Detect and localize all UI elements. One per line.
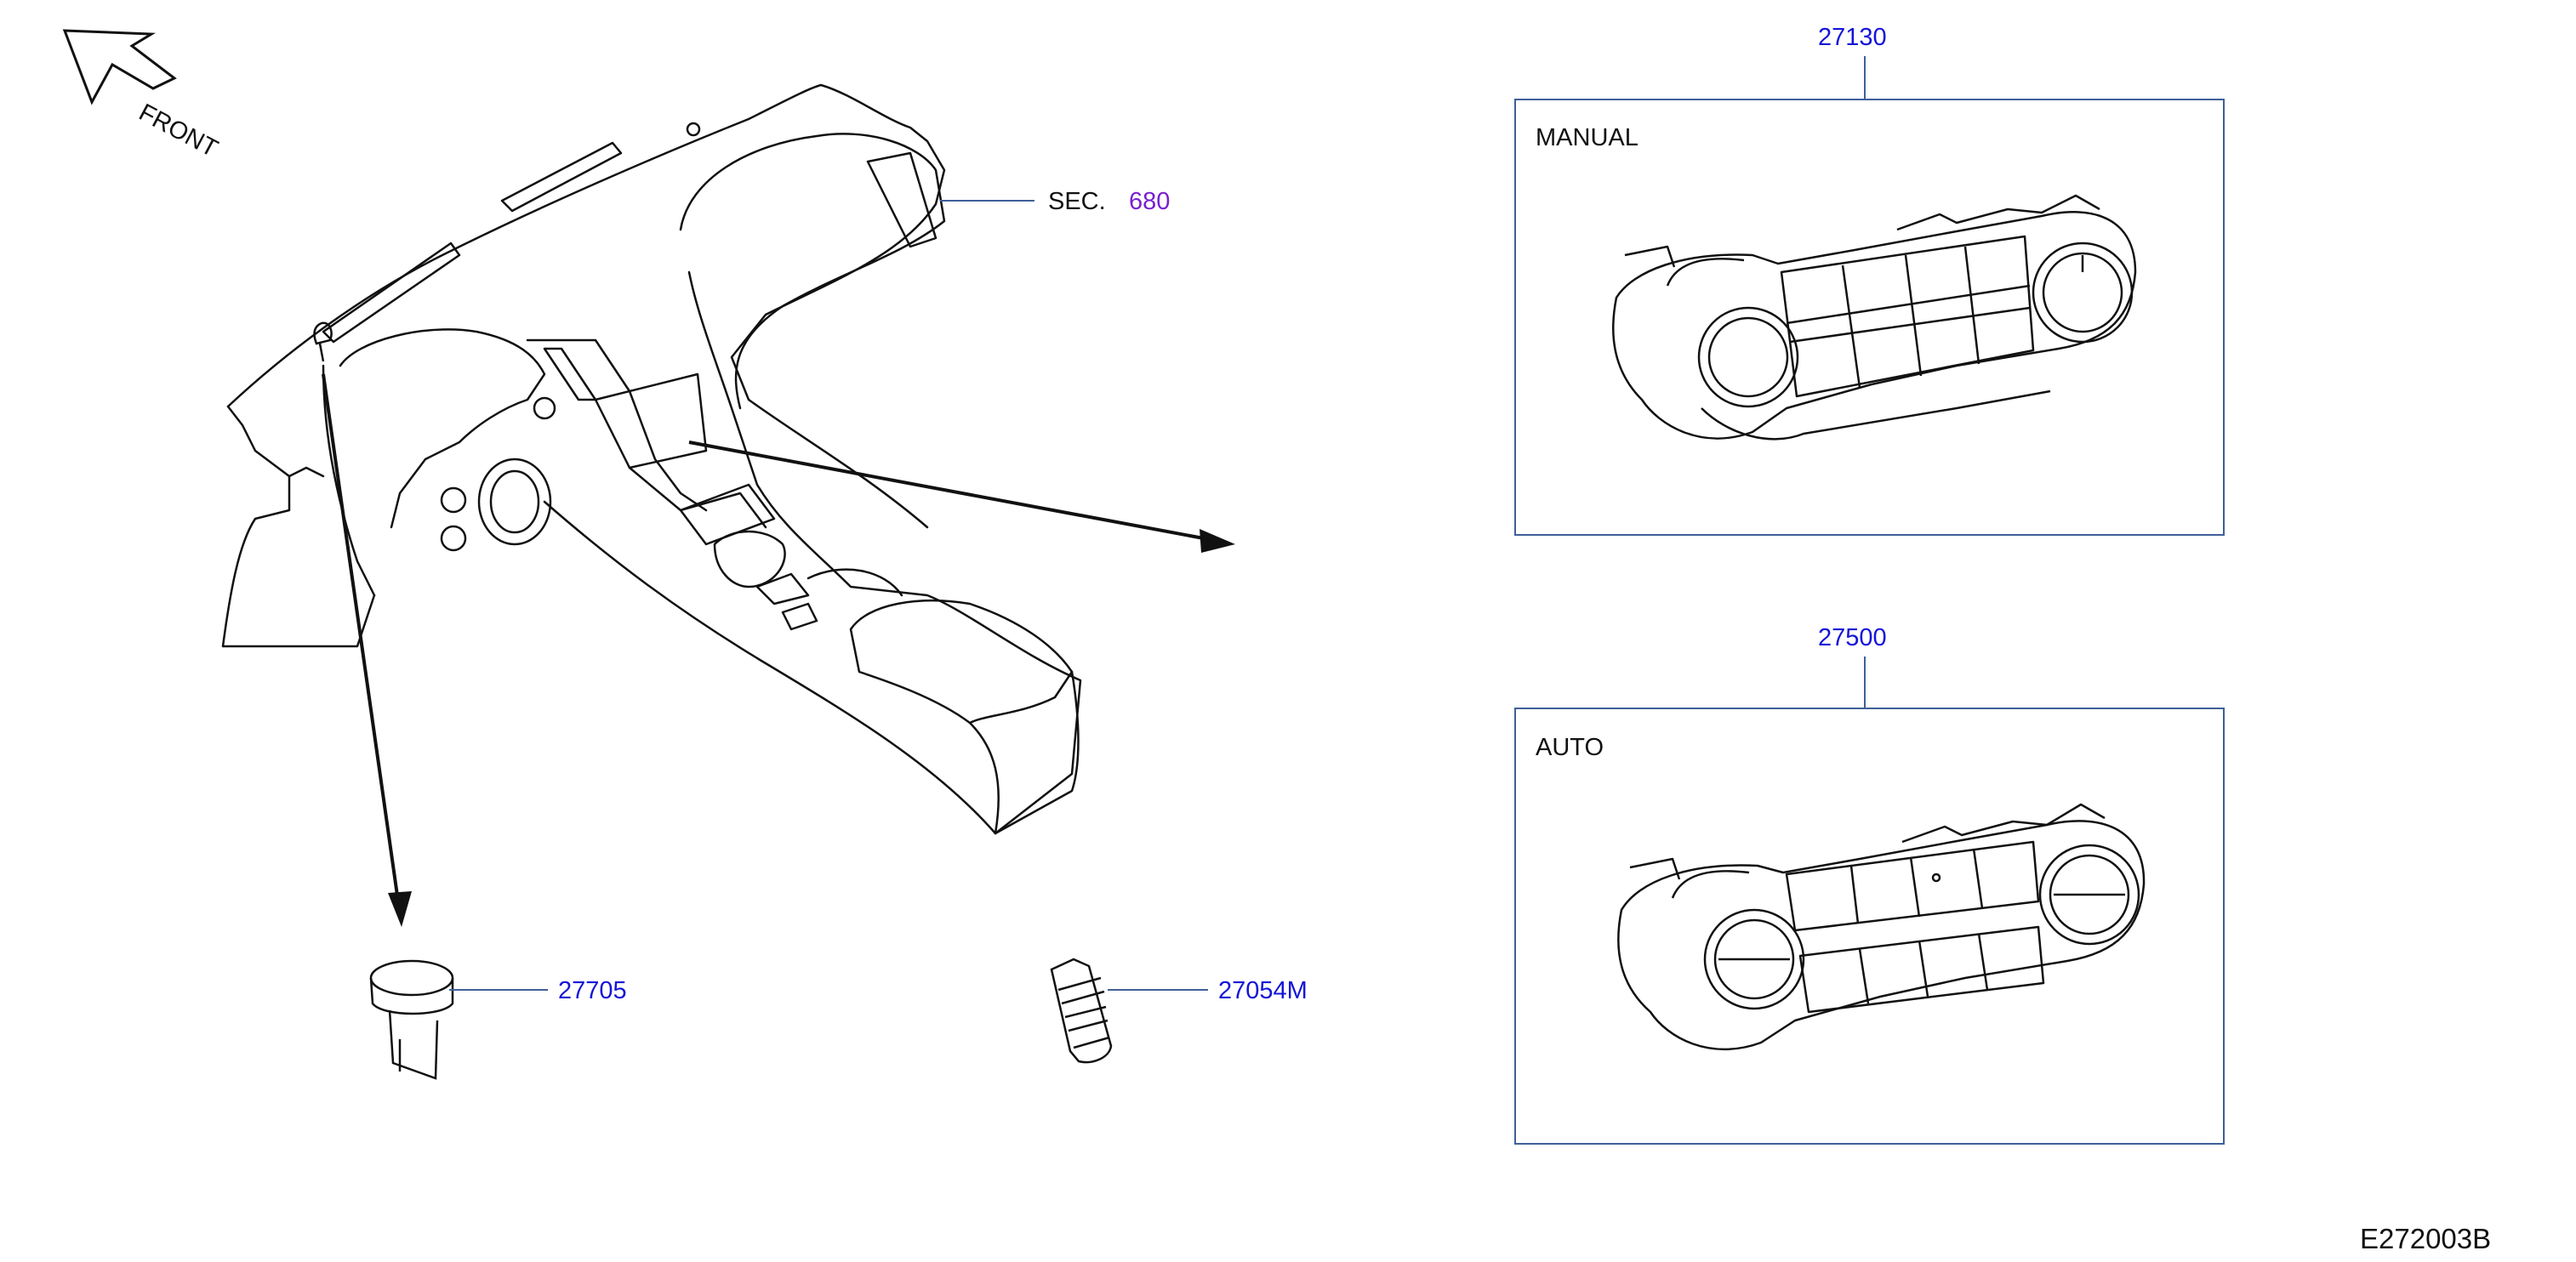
manual-control-panel-drawing <box>1612 194 2137 441</box>
callout-sensor[interactable]: 27054M <box>1218 977 1308 1004</box>
manual-box-title: MANUAL <box>1536 124 1638 151</box>
control-unit-pointer-arrow <box>688 441 1235 553</box>
diagram-code: E272003B <box>2360 1223 2492 1254</box>
callout-auto-unit[interactable]: 27500 <box>1818 624 1887 651</box>
auto-box-title: AUTO <box>1536 734 1604 761</box>
instrument-panel-drawing <box>221 83 1082 835</box>
sensor-part-drawing <box>1050 958 1113 1064</box>
manual-unit-box <box>1514 99 2225 536</box>
clip-pointer-arrow <box>313 321 412 927</box>
section-number-link[interactable]: 680 <box>1129 188 1171 215</box>
auto-unit-box <box>1514 708 2225 1145</box>
clip-part-drawing <box>369 959 454 1080</box>
section-prefix-label: SEC. <box>1048 188 1106 215</box>
auto-control-panel-drawing <box>1617 803 2146 1051</box>
callout-clip[interactable]: 27705 <box>558 977 627 1004</box>
callout-manual-unit[interactable]: 27130 <box>1818 24 1887 51</box>
front-arrow-icon <box>62 29 177 105</box>
